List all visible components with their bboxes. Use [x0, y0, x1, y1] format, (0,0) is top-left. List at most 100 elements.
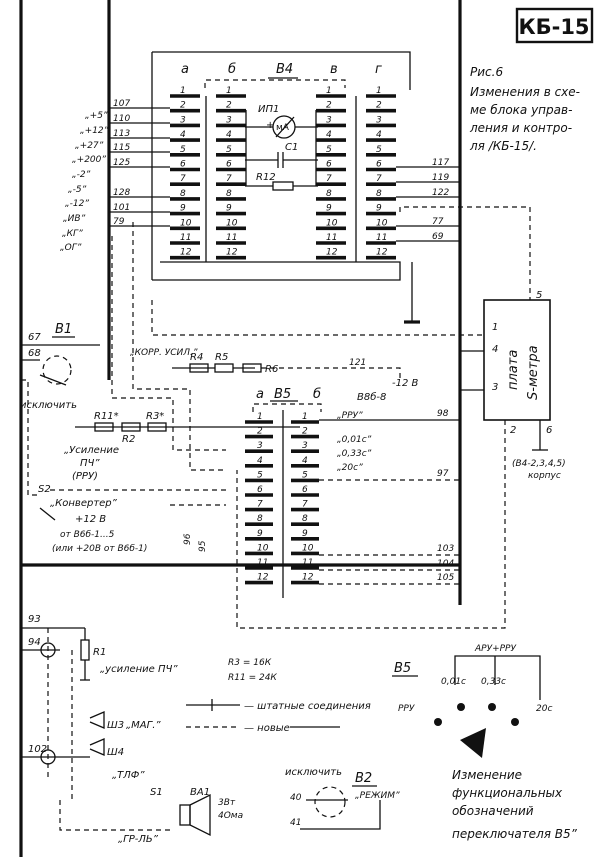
- resistor-chain-lower: R11* R2 R3* „Усиление ПЧ” (РРУ): [64, 411, 300, 482]
- wire-102: 102: [28, 744, 47, 755]
- wire-r-77: 77: [432, 217, 444, 227]
- jack-sh4-icon: [89, 738, 105, 756]
- b4-pin-3-10: 10: [376, 218, 388, 228]
- caption-line-4: ления и контро-: [469, 121, 572, 135]
- r5-resistor: [214, 363, 234, 373]
- usil-line-3: (РРУ): [72, 471, 98, 482]
- smeter-note: (В4-2,3,4,5): [512, 459, 566, 469]
- b4-pin-0-12: 12: [180, 248, 192, 258]
- signal-1: „+12”: [80, 126, 109, 136]
- b4-pin-0-10: 10: [180, 218, 192, 228]
- fn-note-1: Изменение: [452, 768, 522, 782]
- b4-pin-3-8: 8: [376, 189, 382, 199]
- b4-title: В4: [276, 62, 293, 77]
- switch-b4: а б В4 в г 12345678910111212345678910111…: [151, 51, 411, 281]
- r1-label: R1: [93, 647, 106, 658]
- b1-note: исключить: [20, 400, 77, 411]
- jack-sh3-name: „МАГ.”: [126, 720, 161, 731]
- r3-label: R3*: [146, 411, 164, 422]
- fn-b5-title: В5: [394, 661, 411, 676]
- wire-101: 101: [113, 203, 130, 213]
- b5-pin-1-9: 9: [302, 529, 308, 539]
- b4-pin-2-11: 11: [326, 233, 337, 243]
- fn-note-2: функциональных: [452, 786, 563, 800]
- jack-sh3-label: Ш3: [107, 720, 124, 731]
- b4-pin-1-8: 8: [226, 189, 232, 199]
- b4-pin-2-6: 6: [326, 160, 332, 170]
- wire-94: 94: [28, 637, 41, 648]
- b1-wire-68: 68: [28, 348, 41, 359]
- fn-knob-pointer-icon: [460, 728, 486, 758]
- s-meter-frame: [483, 299, 551, 421]
- smeter-pin-2: 2: [510, 425, 516, 436]
- b4-contacts: 1234567891011121234567891011121234567891…: [170, 86, 396, 262]
- wire-r-69: 69: [432, 232, 444, 242]
- c1-label: С1: [285, 142, 298, 153]
- minus-12v: -12 В: [392, 378, 419, 389]
- wire-r-119: 119: [432, 173, 449, 183]
- ba1-label: ВА1: [190, 787, 210, 798]
- b5-pin-0-6: 6: [257, 485, 263, 495]
- r4-resistor: [189, 363, 209, 373]
- s2-plus: +12 В: [75, 514, 106, 525]
- s2-contact: [39, 507, 56, 521]
- s2-src2: (или +20В от В6б-1): [52, 544, 147, 554]
- b5-pin-1-3: 3: [302, 441, 308, 451]
- v8b-label: В8б-8: [357, 391, 386, 403]
- wire-r-122: 122: [432, 188, 449, 198]
- b5-pin-1-8: 8: [302, 514, 308, 524]
- b4-pin-0-5: 5: [180, 145, 186, 155]
- b4-pin-3-2: 2: [376, 101, 382, 111]
- b5-pin-0-2: 2: [257, 427, 263, 437]
- b1-switch-icon: [42, 355, 72, 385]
- fn-pos-20: 20с: [536, 704, 552, 714]
- b5-pin-0-10: 10: [257, 543, 269, 553]
- b4-frame-top: [152, 51, 411, 90]
- b4-pin-3-11: 11: [376, 233, 387, 243]
- signal-9: „ОГ”: [60, 243, 82, 253]
- b4-pin-3-6: 6: [376, 160, 382, 170]
- r11-label: R11*: [94, 411, 119, 422]
- r5-label: R5: [215, 352, 228, 363]
- b5-pin-1-6: 6: [302, 485, 308, 495]
- b4-pin-2-2: 2: [326, 101, 332, 111]
- figure-caption: Рис.6 Изменения в схе- ме блока управ- л…: [469, 65, 580, 153]
- b4-mech-link: [204, 79, 346, 88]
- wire-93: 93: [28, 614, 41, 625]
- b5-pin-0-7: 7: [257, 500, 263, 510]
- badge-text: КБ-15: [518, 15, 589, 39]
- b5-pin-0-12: 12: [257, 573, 269, 583]
- b5-pin-1-4: 4: [302, 456, 308, 466]
- usil-pch-label: „усиление ПЧ”: [100, 664, 178, 675]
- b5-pin-1-7: 7: [302, 500, 308, 510]
- s-meter-title: плата: [506, 350, 521, 390]
- b5-pin-0-4: 4: [257, 456, 263, 466]
- b4-col-g: г: [375, 62, 382, 77]
- b5-t2: „0,33с”: [337, 449, 372, 459]
- b4-pin-1-5: 5: [226, 145, 232, 155]
- b5-col-a: а: [256, 387, 264, 402]
- b5-pin-0-9: 9: [257, 529, 263, 539]
- b5-pin-1-10: 10: [302, 543, 314, 553]
- wire-cross-2: [111, 236, 226, 451]
- r2-label: R2: [122, 434, 135, 445]
- b4-col-v: в: [330, 62, 338, 77]
- b4-pin-1-6: 6: [226, 160, 232, 170]
- fn-pos-033: 0,33с: [481, 677, 506, 687]
- b1-title: В1: [55, 322, 72, 337]
- legend: — штатные соединения — новые: [186, 699, 371, 734]
- b2-return: [300, 800, 381, 830]
- b4-frame-bottom: [152, 261, 401, 281]
- speaker-spec-2: 4Ома: [218, 811, 243, 821]
- b4-pin-1-3: 3: [226, 115, 232, 125]
- b5-wire-105: 105: [437, 573, 454, 583]
- b5-pin-0-3: 3: [257, 441, 263, 451]
- wire-115: 115: [113, 143, 130, 153]
- fn-b5-bracket: [454, 655, 541, 700]
- wire-79: 79: [113, 217, 125, 227]
- r2-resistor: [121, 422, 141, 432]
- b4-pin-2-1: 1: [326, 86, 332, 96]
- meter-unit: мА: [276, 123, 290, 133]
